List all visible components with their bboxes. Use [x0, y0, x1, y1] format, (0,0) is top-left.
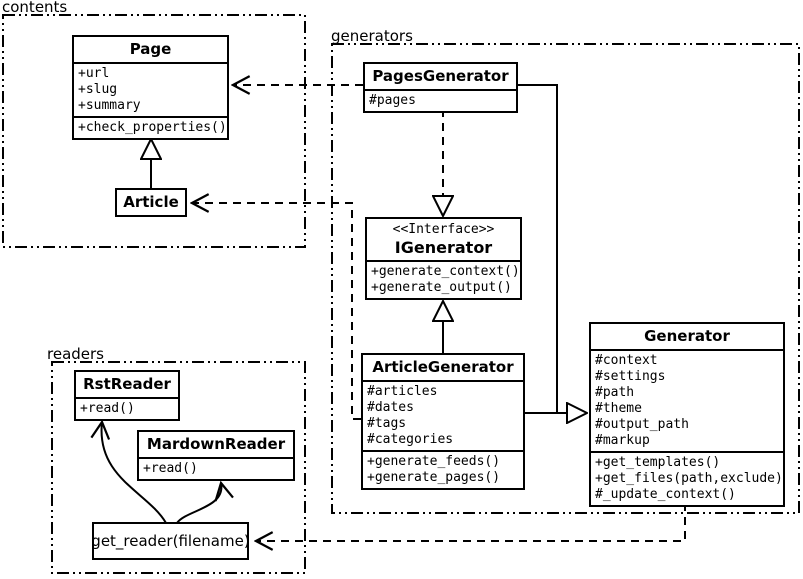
- package-contents-frame: [2, 14, 306, 248]
- attribute-row: #markup: [595, 433, 650, 448]
- generator-attributes: #context #settings #path #theme #output_…: [591, 349, 783, 451]
- get-reader-label: get_reader(filename): [91, 532, 250, 550]
- page-methods: +check_properties(): [74, 116, 227, 138]
- articlegenerator-methods: +generate_feeds() +generate_pages(): [363, 450, 523, 488]
- package-generators-label: generators: [331, 27, 413, 45]
- method-row: #_update_context(): [595, 487, 736, 502]
- dependency-generator-to-getreader: [256, 503, 686, 541]
- method-row: +get_files(path,exclude): [595, 471, 783, 486]
- attribute-row: +url: [78, 66, 110, 81]
- page-class: Page +url +slug +summary +check_properti…: [72, 35, 229, 140]
- rstreader-methods: +read(): [76, 397, 178, 419]
- inheritance-pagesgenerator-route: [518, 84, 558, 413]
- method-row: +generate_pages(): [367, 470, 501, 485]
- method-row: +read(): [80, 401, 135, 416]
- mardownreader-methods: +read(): [139, 457, 293, 479]
- attribute-row: #settings: [595, 369, 666, 384]
- igenerator-name: IGenerator: [394, 238, 493, 257]
- article-class: Article: [115, 188, 187, 217]
- articlegenerator-class: ArticleGenerator #articles #dates #tags …: [361, 353, 525, 490]
- mardownreader-class-name: MardownReader: [146, 435, 286, 453]
- package-readers-label: readers: [47, 345, 104, 363]
- method-row: +generate_output(): [371, 280, 512, 295]
- rstreader-class: RstReader +read(): [74, 370, 180, 421]
- get-reader-function-box: get_reader(filename): [91, 522, 250, 560]
- attribute-row: #output_path: [595, 417, 689, 432]
- method-row: +generate_feeds(): [367, 454, 501, 469]
- attribute-row: #pages: [369, 93, 416, 108]
- dependency-articlegenerator-to-article: [192, 203, 361, 420]
- pagesgenerator-class-name: PagesGenerator: [372, 67, 509, 85]
- attribute-row: #dates: [367, 400, 414, 415]
- articlegenerator-class-name: ArticleGenerator: [372, 358, 514, 376]
- package-generators-frame: [331, 43, 800, 514]
- generator-class: Generator #context #settings #path #them…: [589, 322, 785, 507]
- arrow-getreader-to-rstreader: [102, 422, 167, 524]
- attribute-row: #context: [595, 353, 658, 368]
- attribute-row: +summary: [78, 98, 141, 113]
- article-class-name: Article: [123, 193, 179, 211]
- igenerator-stereotype: <<Interface>>: [392, 222, 495, 237]
- method-row: +generate_context(): [371, 264, 520, 279]
- package-contents-label: contents: [2, 0, 68, 16]
- attribute-row: #tags: [367, 416, 407, 431]
- attribute-row: #categories: [367, 432, 454, 447]
- arrow-getreader-to-mardownreader: [176, 483, 221, 524]
- method-row: +check_properties(): [78, 120, 227, 135]
- attribute-row: #theme: [595, 401, 642, 416]
- attribute-row: #articles: [367, 384, 438, 399]
- igenerator-methods: +generate_context() +generate_output(): [367, 260, 520, 298]
- igenerator-title: <<Interface>> IGenerator: [367, 219, 520, 260]
- generator-methods: +get_templates() +get_files(path,exclude…: [591, 451, 783, 505]
- method-row: +read(): [143, 461, 198, 476]
- mardownreader-class: MardownReader +read(): [137, 430, 295, 481]
- articlegenerator-attributes: #articles #dates #tags #categories: [363, 380, 523, 450]
- igenerator-interface: <<Interface>> IGenerator +generate_conte…: [365, 217, 522, 300]
- generator-class-name: Generator: [644, 327, 730, 345]
- page-attributes: +url +slug +summary: [74, 62, 227, 116]
- pagesgenerator-class: PagesGenerator #pages: [363, 62, 518, 113]
- page-class-name: Page: [129, 40, 172, 58]
- rstreader-class-name: RstReader: [83, 375, 171, 393]
- method-row: +get_templates(): [595, 455, 721, 470]
- attribute-row: +slug: [78, 82, 118, 97]
- package-readers-frame: [51, 361, 306, 574]
- pagesgenerator-attributes: #pages: [365, 89, 516, 111]
- attribute-row: #path: [595, 385, 635, 400]
